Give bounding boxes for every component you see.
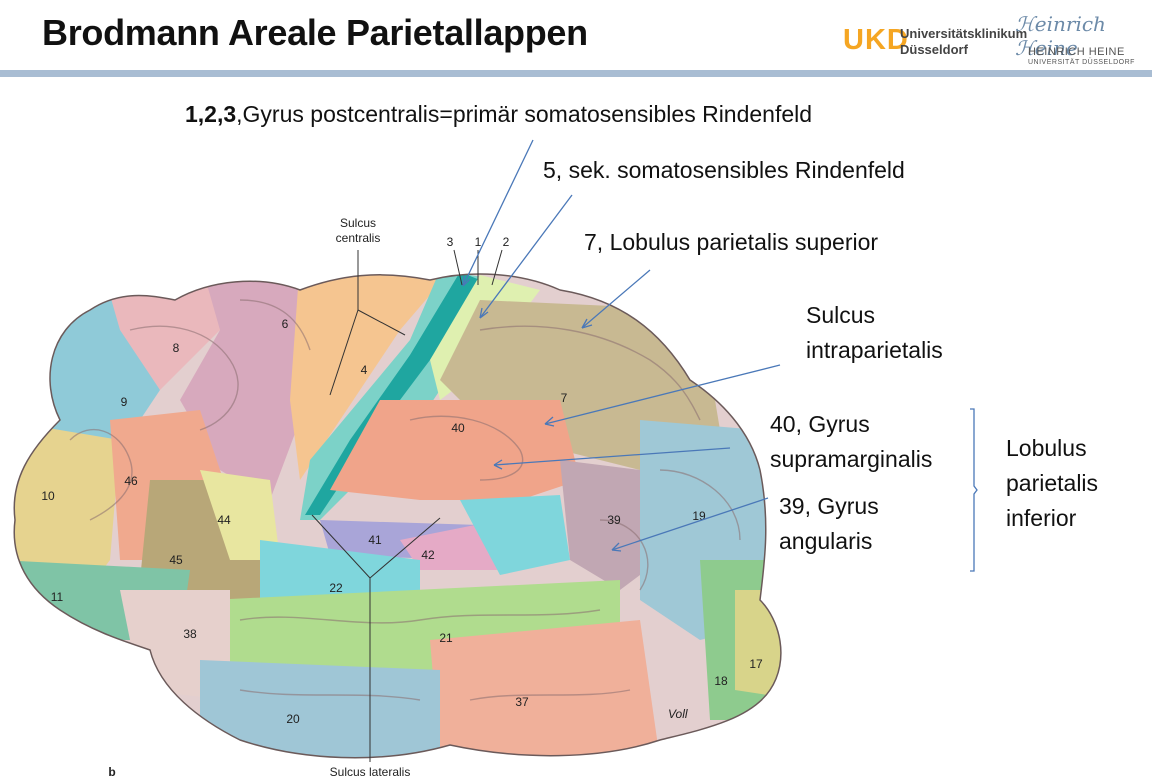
- area-10-region: [14, 420, 120, 600]
- area-number-39: 39: [607, 513, 621, 527]
- label-area-39-1: 39, Gyrus: [779, 493, 879, 519]
- area-number-18: 18: [714, 674, 728, 688]
- area-number-41: 41: [368, 533, 382, 547]
- bracket-lobulus: [970, 408, 978, 572]
- area-number-6: 6: [282, 317, 289, 331]
- label-areas-123: 1,2,3,Gyrus postcentralis=primär somatos…: [185, 99, 812, 129]
- area-number-10: 10: [41, 489, 55, 503]
- brodmann-areas: [14, 274, 781, 758]
- arrow-intraparietal: [544, 364, 781, 425]
- illustrator-signature: Voll: [668, 707, 688, 721]
- gyri-contours: [69, 299, 741, 701]
- page-title: Brodmann Areale Parietallappen: [42, 12, 588, 53]
- ukd-line2: Düsseldorf: [900, 42, 968, 57]
- arrow-5: [479, 194, 573, 319]
- area-number-4: 4: [361, 363, 368, 377]
- sulcus-lateralis-label: Sulcus lateralis: [330, 765, 411, 779]
- label-area-7: 7, Lobulus parietalis superior: [584, 229, 879, 255]
- label-area-39-2: angularis: [779, 528, 873, 554]
- ukd-line1: Universitätsklinikum: [900, 26, 1028, 41]
- heine-signature-logo: ℋeinrich ℋeine: [1015, 12, 1106, 60]
- label-lobulus-3: inferior: [1006, 505, 1077, 531]
- label-area-5: 5, sek. somatosensibles Rindenfeld: [543, 157, 905, 183]
- sulcus-centralis-label-2: centralis: [336, 231, 381, 245]
- pointer-arrows: [462, 139, 781, 552]
- arrow-39: [611, 497, 769, 551]
- area-number-46: 46: [124, 474, 138, 488]
- sulcus-lateralis-leaders: [311, 514, 441, 762]
- label-area-40-1: 40, Gyrus: [770, 411, 870, 437]
- panel-letter: b: [108, 765, 115, 779]
- hh-line2: UNIVERSITÄT DÜSSELDORF: [1028, 59, 1135, 66]
- area-label-2: 2: [503, 235, 510, 249]
- area-17-region: [735, 590, 781, 700]
- arrow-7: [581, 269, 651, 329]
- hh-line1: HEINRICH HEINE: [1028, 46, 1125, 58]
- area-label-1: 1: [475, 235, 482, 249]
- sulcus-centralis-label-1: Sulcus: [340, 216, 376, 230]
- area-number-8: 8: [173, 341, 180, 355]
- area-40-region: [330, 400, 580, 500]
- area-number-45: 45: [169, 553, 183, 567]
- ukd-logo: UKD: [843, 24, 909, 56]
- arrow-40: [493, 447, 731, 466]
- area-number-21: 21: [439, 631, 453, 645]
- arrow-123: [462, 139, 534, 287]
- area-number-9: 9: [121, 395, 128, 409]
- area-number-38: 38: [183, 627, 197, 641]
- label-lobulus-1: Lobulus: [1006, 435, 1087, 461]
- area-number-42: 42: [421, 548, 435, 562]
- area-number-37: 37: [515, 695, 529, 709]
- label-sulcus-intraparietalis-1: Sulcus: [806, 302, 876, 328]
- area-label-3: 3: [447, 235, 454, 249]
- label-lobulus-2: parietalis: [1006, 470, 1099, 496]
- label-sulcus-intraparietalis-2: intraparietalis: [806, 337, 943, 363]
- area-37-region: [430, 620, 660, 758]
- area-number-40: 40: [451, 421, 465, 435]
- area-39-region: [560, 460, 660, 590]
- area-number-22: 22: [329, 581, 343, 595]
- area-44-region: [200, 470, 280, 560]
- area-20-region: [200, 660, 440, 758]
- area-number-7: 7: [561, 391, 568, 405]
- area-number-44: 44: [217, 513, 231, 527]
- header-rule: [0, 70, 1152, 77]
- university-logo: UKD Universitätsklinikum Düsseldorf ℋein…: [843, 10, 1143, 70]
- brain-outline: [13, 273, 782, 759]
- area-4-region: [290, 274, 460, 480]
- area-42b-region: [460, 495, 570, 575]
- area-number-20: 20: [286, 712, 300, 726]
- area-number-11: 11: [51, 590, 64, 604]
- label-areas-123-bold: 1,2,3: [185, 101, 237, 127]
- label-areas-123-text: ,Gyrus postcentralis=primär somatosensib…: [236, 101, 813, 127]
- sulcus-centralis-leaders: [329, 250, 406, 396]
- area-number-17: 17: [749, 657, 763, 671]
- label-area-40-2: supramarginalis: [770, 446, 933, 472]
- area-42-region: [400, 520, 500, 570]
